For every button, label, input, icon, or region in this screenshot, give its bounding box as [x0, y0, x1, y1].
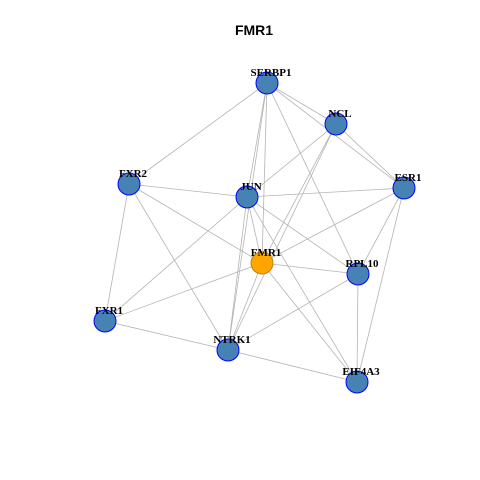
edge-esr1-eif4a3	[356, 187, 405, 383]
edge-fxr2-jun	[128, 183, 248, 198]
node-serbp1: SERBP1	[251, 67, 292, 95]
edge-serbp1-ntrk1	[227, 82, 268, 351]
edge-fxr1-ntrk1	[104, 320, 229, 351]
edge-ncl-ntrk1	[227, 123, 337, 351]
node-label-rpl10: RPL10	[346, 258, 380, 270]
edge-jun-eif4a3	[246, 196, 358, 383]
edge-serbp1-ncl	[266, 82, 337, 125]
node-jun: JUN	[235, 181, 262, 209]
edge-serbp1-esr1	[266, 82, 405, 189]
node-eif4a3: EIF4A3	[342, 366, 380, 394]
edge-jun-esr1	[246, 187, 405, 198]
node-label-eif4a3: EIF4A3	[342, 366, 380, 378]
edge-ntrk1-eif4a3	[227, 349, 358, 383]
edge-serbp1-fmr1	[261, 82, 268, 264]
node-circle-eif4a3	[345, 370, 369, 394]
edge-jun-fxr1	[104, 196, 248, 322]
edge-fxr2-ntrk1	[128, 183, 229, 351]
edge-serbp1-rpl10	[266, 82, 359, 275]
node-ncl: NCL	[324, 108, 352, 136]
node-circle-ncl	[324, 112, 348, 136]
edge-ncl-jun	[246, 123, 337, 198]
edges-layer	[104, 82, 405, 383]
node-fmr1: FMR1	[250, 247, 282, 275]
node-circle-fmr1	[250, 251, 274, 275]
edge-fmr1-fxr1	[104, 262, 263, 322]
node-ntrk1: NTRK1	[213, 334, 251, 362]
node-label-jun: JUN	[240, 181, 261, 193]
node-label-serbp1: SERBP1	[251, 67, 292, 79]
edge-serbp1-fxr2	[128, 82, 268, 185]
edge-rpl10-eif4a3	[356, 273, 359, 383]
node-label-ncl: NCL	[328, 108, 351, 120]
edge-esr1-fmr1	[261, 187, 405, 264]
edge-ncl-esr1	[335, 123, 405, 189]
node-circle-fxr2	[117, 172, 141, 196]
node-circle-jun	[235, 185, 259, 209]
node-circle-esr1	[392, 176, 416, 200]
edge-esr1-rpl10	[357, 187, 405, 275]
graph-title: FMR1	[235, 22, 273, 38]
edge-fmr1-ntrk1	[227, 262, 263, 351]
edge-fmr1-eif4a3	[261, 262, 358, 383]
node-circle-serbp1	[255, 71, 279, 95]
edge-serbp1-jun	[246, 82, 268, 198]
node-label-esr1: ESR1	[395, 172, 422, 184]
edge-fmr1-rpl10	[261, 262, 359, 275]
node-rpl10: RPL10	[346, 258, 380, 286]
node-label-fmr1: FMR1	[251, 247, 282, 259]
node-fxr2: FXR2	[117, 168, 148, 196]
node-esr1: ESR1	[392, 172, 422, 200]
node-circle-rpl10	[346, 262, 370, 286]
edge-jun-ntrk1	[227, 196, 248, 351]
edge-jun-rpl10	[246, 196, 359, 275]
edge-fxr2-fmr1	[128, 183, 263, 264]
node-circle-ntrk1	[216, 338, 240, 362]
node-label-fxr1: FXR1	[95, 305, 123, 317]
edge-fxr2-fxr1	[104, 183, 130, 322]
node-label-ntrk1: NTRK1	[213, 334, 250, 346]
node-circle-fxr1	[93, 309, 117, 333]
node-fxr1: FXR1	[93, 305, 123, 333]
edge-ncl-fmr1	[261, 123, 337, 264]
edge-rpl10-ntrk1	[227, 273, 359, 351]
node-label-fxr2: FXR2	[119, 168, 148, 180]
